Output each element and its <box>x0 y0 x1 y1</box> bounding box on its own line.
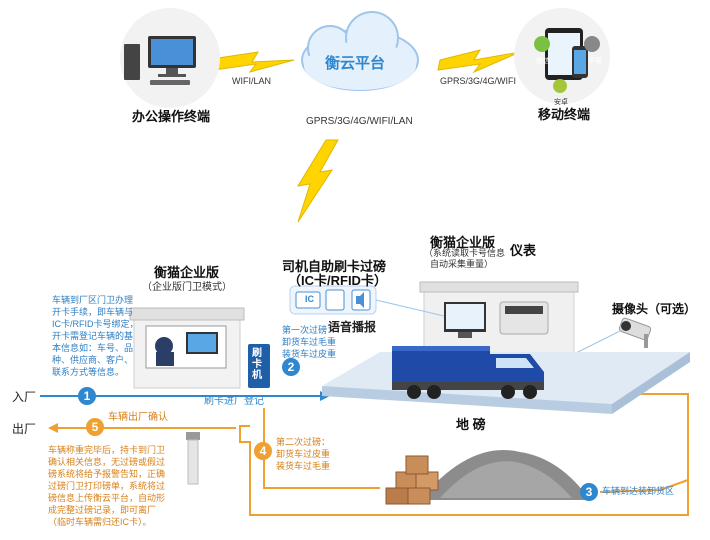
self-service-subtitle: （IC卡/RFID卡） <box>288 273 387 288</box>
step-5-note: 车辆称重完毕后，持卡到门卫 确认相关信息，无过磅或假过 磅系统将给予报警告知，正… <box>48 445 166 527</box>
self-service-title: 司机自助刷卡过磅 <box>282 259 387 274</box>
link-label-down: GPRS/3G/4G/WIFI/LAN <box>306 116 413 127</box>
self-service-icon-box <box>289 285 377 315</box>
exit-arrowhead <box>48 423 58 433</box>
camera-label: 摄像头（可选） <box>612 302 697 316</box>
weighroom-title: 衡猫企业版 <box>430 235 496 250</box>
weighroom-subtitle-1: （系统读取卡号信息 <box>424 248 506 258</box>
entry-register-label: 刷卡进厂登记 <box>204 396 264 407</box>
entrance-label: 入厂 <box>12 390 37 404</box>
step-3-note: 车辆到达装卸货区 <box>602 486 675 496</box>
gatehouse-subtitle: （企业版门卫模式） <box>142 282 232 293</box>
weighbridge-label: 地 磅 <box>456 417 486 432</box>
link-label-left: WIFI/LAN <box>232 76 272 86</box>
step-5-title: 车辆出厂确认 <box>108 412 168 423</box>
gatehouse-title: 衡猫企业版 <box>154 265 220 280</box>
office-terminal-label: 办公操作终端 <box>132 109 211 124</box>
android-label: 安卓 <box>554 99 568 106</box>
step-2-note: 第一次过磅： 卸货车过毛重 装货车过皮重 <box>282 325 337 359</box>
apple-label: 苹果 <box>588 58 602 65</box>
ic-card-icon: IC <box>305 294 314 304</box>
meter-label: 仪表 <box>510 243 537 258</box>
crates-icon <box>385 455 439 505</box>
step3-route <box>599 479 689 493</box>
gravel-pile <box>420 450 590 500</box>
step-1-note: 车辆到厂区门卫办理 开卡手续，即车辆与 IC卡/RFID卡号绑定， 开卡需登记车… <box>52 295 139 377</box>
step-2-badge: 2 <box>282 358 300 376</box>
cloud-icon <box>301 11 419 91</box>
mobile-terminal-label: 移动终端 <box>538 107 591 122</box>
lightning-bolt-left <box>213 51 295 73</box>
exit-label: 出厂 <box>12 422 37 436</box>
camera-icon <box>618 317 652 348</box>
cloud-platform-name: 衡云平台 <box>325 55 386 72</box>
lightning-bolt-right <box>437 49 521 74</box>
tablet-phone-icon <box>534 28 600 93</box>
step-3-badge: 3 <box>580 483 598 501</box>
card-reader-label: 刷卡机 <box>252 348 262 381</box>
exit-barrier-icon <box>186 432 200 485</box>
return-route-line <box>263 408 380 489</box>
gatehouse-building <box>129 307 245 389</box>
wechat-label: 微信 <box>536 58 550 65</box>
weighroom-subtitle-2: 自动采集重量） <box>430 259 494 269</box>
step-1-badge: 1 <box>78 387 96 405</box>
link-label-right: GPRS/3G/4G/WIFI <box>440 76 517 86</box>
step-4-note: 第二次过磅： 卸货车过皮重 装货车过毛重 <box>276 437 331 471</box>
computer-icon <box>124 36 196 85</box>
truck-icon <box>392 346 544 399</box>
step-4-badge: 4 <box>254 442 272 460</box>
exit-route-line <box>239 393 689 516</box>
voice-broadcast-label: 语音播报 <box>328 320 377 334</box>
step-5-badge: 5 <box>86 418 104 436</box>
card-reader-device <box>248 344 270 388</box>
weighroom-building <box>419 281 579 361</box>
lightning-bolt-down <box>297 139 339 223</box>
